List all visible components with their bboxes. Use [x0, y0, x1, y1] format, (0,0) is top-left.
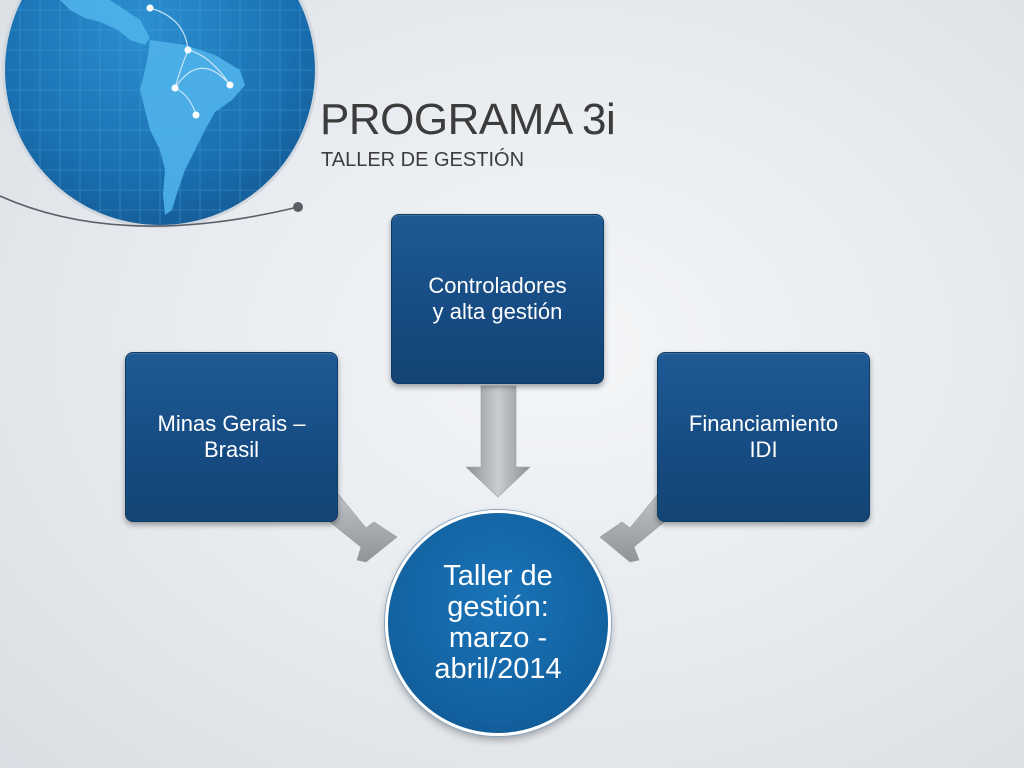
box-controladores: Controladores y alta gestión — [391, 214, 604, 384]
slide-title: PROGRAMA 3i — [320, 95, 616, 144]
box-minas-gerais: Minas Gerais – Brasil — [125, 352, 338, 522]
slide-subtitle: TALLER DE GESTIÓN — [321, 149, 525, 171]
box-financiamiento: Financiamiento IDI — [657, 352, 870, 522]
center-circle-taller: Taller de gestión: marzo - abril/2014 — [385, 510, 611, 736]
center-circle-label: Taller de gestión: marzo - abril/2014 — [434, 560, 562, 685]
box-top-label: Controladores y alta gestión — [428, 273, 567, 324]
arrow-diagonal-right-icon — [329, 493, 398, 563]
box-right-label: Financiamiento IDI — [688, 411, 839, 462]
arrow-diagonal-left-icon — [599, 493, 665, 563]
south-america-globe-icon — [0, 0, 318, 228]
box-left-label: Minas Gerais – Brasil — [157, 411, 306, 462]
arrow-down-icon — [465, 385, 531, 498]
